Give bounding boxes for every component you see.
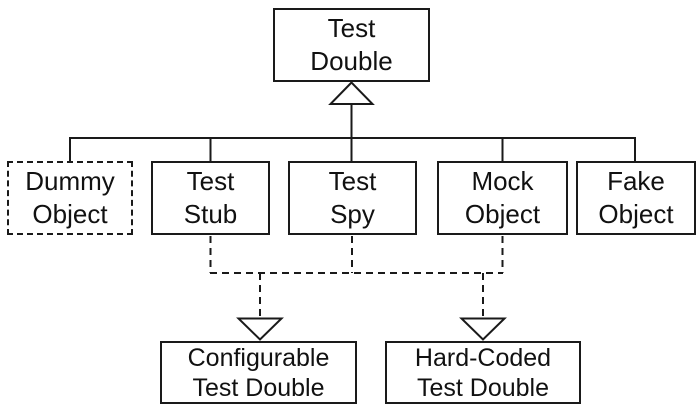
node-test-double: Test Double [273,8,430,82]
node-hard-coded-label-line1: Hard-Coded [414,343,552,372]
node-test-double-label-line2: Double [310,46,393,76]
variation-arrowhead-down-hard-coded-icon [459,317,507,341]
node-configurable-label-line2: Test Double [192,373,325,402]
node-fake-object-label-line1: Fake [607,166,665,196]
node-fake-object-label-line2: Object [598,199,674,229]
node-dummy-object-label-line2: Object [32,199,108,229]
node-fake-object: Fake Object [576,161,696,235]
node-configurable-label-line1: Configurable [187,343,330,372]
variation-bus-dashed [209,236,504,317]
node-mock-object: Mock Object [437,161,568,235]
node-test-spy-label-line1: Test [328,166,377,196]
node-mock-object-label-line2: Object [464,199,541,229]
node-configurable-test-double: Configurable Test Double [160,341,357,404]
generalization-arrowhead-up-icon [328,81,375,105]
variation-arrowhead-down-configurable-icon [236,317,284,341]
node-hard-coded-test-double: Hard-Coded Test Double [385,341,581,404]
node-hard-coded-label-line2: Test Double [416,373,550,402]
node-test-stub-label-line2: Stub [183,199,238,229]
node-test-double-label-line1: Test [327,13,376,43]
node-test-stub-label-line1: Test [186,166,235,196]
node-test-spy-label-line2: Spy [330,199,375,229]
node-dummy-object-label-line1: Dummy [25,166,115,196]
node-test-stub: Test Stub [151,161,270,235]
node-dummy-object: Dummy Object [7,161,133,235]
node-test-spy: Test Spy [288,161,417,235]
node-mock-object-label-line1: Mock [471,166,534,196]
